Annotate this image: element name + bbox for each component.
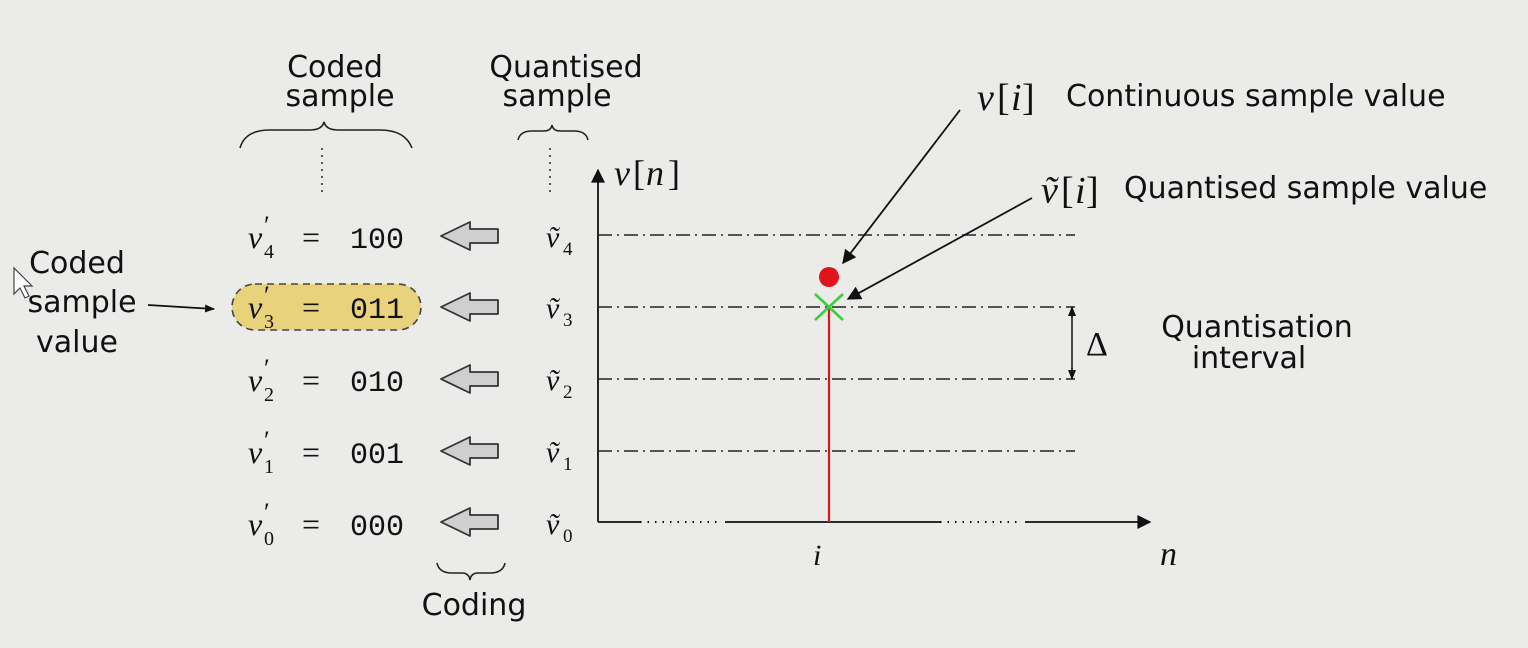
- code-prime: ′: [264, 281, 270, 310]
- code-bits: 100: [350, 224, 404, 258]
- continuous-value-annotation: v [ i ] Continuous sample value: [977, 77, 1446, 119]
- coding-arrows: [440, 221, 499, 537]
- delta-symbol: Δ: [1086, 326, 1108, 363]
- quantised-value-arrow: [846, 197, 1033, 300]
- quantised-level-3: ṽ 3: [546, 292, 573, 331]
- code-subscript: 3: [264, 311, 274, 333]
- qlevel-var: ṽ: [546, 364, 561, 397]
- qlevel-var: ṽ: [546, 436, 561, 469]
- continuous-label: Continuous sample value: [1066, 79, 1446, 114]
- code-row-3: v ′ 3 = 011: [248, 281, 404, 333]
- quantised-point-cross: [814, 293, 844, 321]
- qlevel-var: ṽ: [546, 508, 561, 541]
- quantised-header-line1: Quantised: [489, 50, 642, 85]
- code-var: v: [248, 506, 263, 542]
- code-equals: =: [302, 506, 320, 542]
- quantised-level-4: ṽ 4: [546, 221, 573, 260]
- left-block-arrow-icon: [440, 436, 499, 466]
- coding-brace: [436, 562, 506, 581]
- side-label-line1: Coded: [29, 246, 125, 281]
- code-bits: 000: [350, 511, 404, 545]
- continuous-close-bracket: ]: [1022, 77, 1035, 119]
- side-label-line2: sample: [27, 285, 136, 320]
- code-equals: =: [302, 289, 320, 325]
- quantised-open-bracket: [: [1061, 170, 1074, 212]
- left-block-arrow-icon: [440, 364, 499, 394]
- code-prime: ′: [264, 211, 270, 240]
- code-var: v: [248, 289, 263, 325]
- coded-header-line1: Coded: [287, 50, 383, 85]
- coding-label: Coding: [422, 588, 527, 623]
- coded-value-highlight: [231, 283, 422, 331]
- code-prime: ′: [264, 354, 270, 383]
- code-subscript: 2: [264, 384, 274, 406]
- left-block-arrow-icon: [440, 292, 499, 322]
- code-prime: ′: [264, 426, 270, 455]
- code-equals: =: [302, 434, 320, 470]
- code-equals: =: [302, 362, 320, 398]
- code-var: v: [248, 219, 263, 255]
- code-subscript: 4: [264, 241, 274, 263]
- qlevel-subscript: 3: [563, 310, 573, 331]
- code-var: v: [248, 362, 263, 398]
- code-row-2: v ′ 2 = 010: [248, 354, 404, 406]
- quantised-arg: i: [1075, 170, 1086, 212]
- code-bits: 001: [350, 439, 404, 473]
- qlevel-subscript: 0: [563, 526, 573, 547]
- y-label-open-bracket: [: [633, 153, 645, 193]
- quantised-close-bracket: ]: [1086, 170, 1099, 212]
- qlevel-var: ṽ: [546, 292, 561, 325]
- code-row-1: v ′ 1 = 001: [248, 426, 404, 478]
- interval-label-line2: interval: [1192, 341, 1306, 376]
- quantised-label: Quantised sample value: [1124, 171, 1487, 206]
- code-var: v: [248, 434, 263, 470]
- code-row-0: v ′ 0 = 000: [248, 498, 404, 550]
- y-label-var: v: [614, 153, 630, 193]
- side-label-line3: value: [36, 325, 118, 360]
- side-label-arrow: [147, 304, 215, 313]
- coded-brace: [239, 121, 413, 149]
- code-subscript: 0: [264, 528, 274, 550]
- y-label-arg: n: [646, 153, 664, 193]
- qlevel-subscript: 1: [563, 454, 573, 475]
- interval-label-line1: Quantisation: [1161, 310, 1353, 345]
- quantised-header-line2: sample: [502, 79, 611, 114]
- x-axis-label: n: [1160, 536, 1177, 573]
- mouse-cursor-icon: [13, 266, 34, 299]
- left-block-arrow-icon: [440, 221, 499, 251]
- quantised-symbol: ṽ: [1041, 170, 1059, 212]
- code-equals: =: [302, 219, 320, 255]
- coded-header-line2: sample: [285, 79, 394, 114]
- y-label-close-bracket: ]: [668, 153, 680, 193]
- qlevel-subscript: 4: [563, 239, 573, 260]
- left-block-arrow-icon: [440, 507, 499, 537]
- continuous-symbol: v: [977, 77, 994, 119]
- quantised-brace: [517, 124, 589, 141]
- quantised-value-annotation: ṽ [ i ] Quantised sample value: [1041, 170, 1487, 212]
- y-axis-label: v [ n ]: [614, 153, 680, 193]
- quantised-level-2: ṽ 2: [546, 364, 573, 403]
- qlevel-subscript: 2: [563, 382, 573, 403]
- code-subscript: 1: [264, 456, 274, 478]
- code-row-4: v ′ 4 = 100: [248, 211, 404, 263]
- code-bits: 010: [350, 367, 404, 401]
- continuous-arg: i: [1011, 77, 1022, 119]
- quantised-level-1: ṽ 1: [546, 436, 573, 475]
- code-bits: 011: [350, 294, 404, 328]
- continuous-sample-dot: [819, 267, 839, 287]
- code-prime: ′: [264, 498, 270, 527]
- continuous-value-arrow: [842, 109, 961, 265]
- quantisation-levels: [598, 234, 1075, 452]
- quantised-level-0: ṽ 0: [546, 508, 573, 547]
- qlevel-var: ṽ: [546, 221, 561, 254]
- continuous-open-bracket: [: [997, 77, 1010, 119]
- sample-index-label: i: [813, 539, 821, 572]
